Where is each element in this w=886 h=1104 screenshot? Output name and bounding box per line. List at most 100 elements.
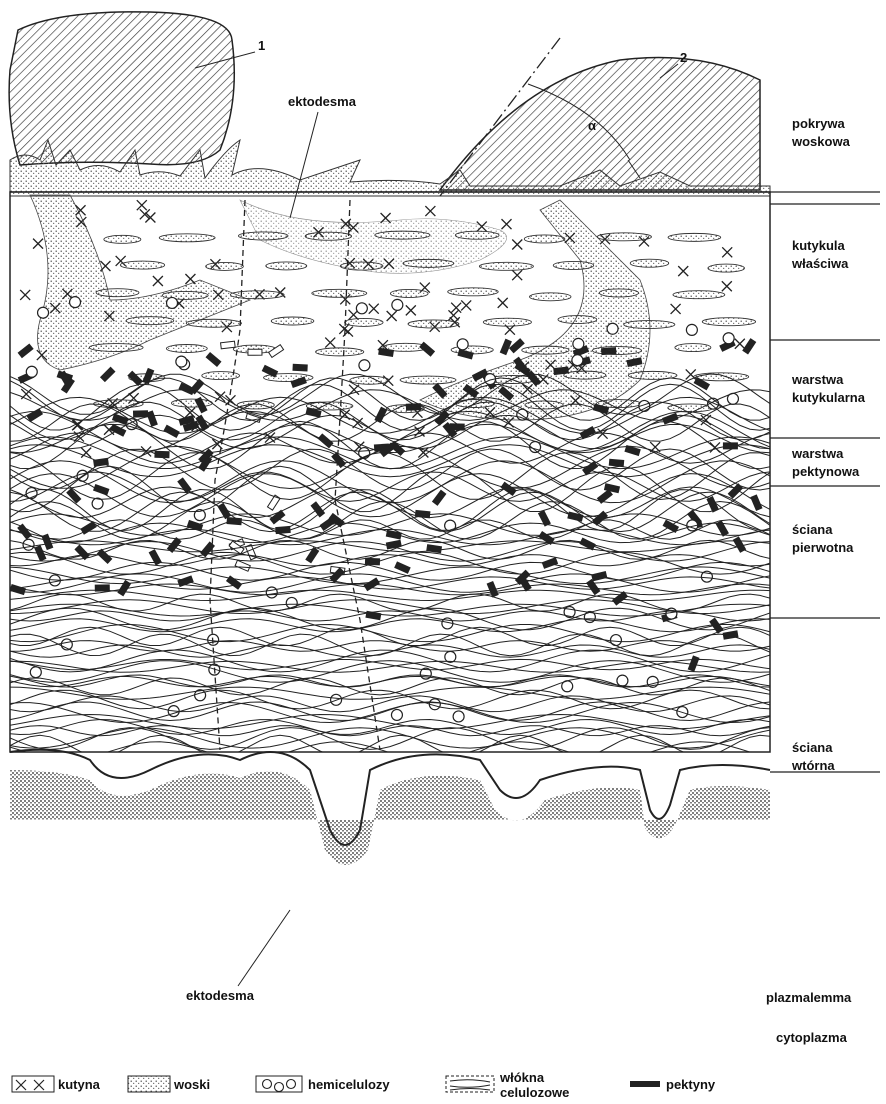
pectin-bar [386, 540, 401, 549]
pectin-bar [67, 489, 81, 503]
callout-1: 1 [258, 38, 265, 53]
pectin-bar [101, 367, 115, 381]
wax-lens [312, 289, 367, 297]
hemicellulose-circle [70, 297, 81, 308]
wax-lens [455, 231, 499, 239]
layer-label-cuticular-2: kutykularna [792, 390, 866, 405]
cutin-cross [153, 276, 163, 286]
hemicellulose-circle [723, 333, 734, 344]
wax-lens [408, 320, 459, 328]
hemicellulose-circle [445, 651, 456, 662]
wax-lens [120, 261, 164, 269]
cutin-cross [425, 206, 435, 216]
wax-lens [524, 235, 565, 243]
cellulose-fibre [10, 378, 770, 421]
wax-lens [96, 289, 139, 297]
wax-lens [271, 317, 314, 325]
wax-lens [708, 264, 745, 272]
pectin-bar [94, 485, 109, 495]
callout-alpha: α [588, 118, 596, 133]
legend-wlokna-2: celulozowe [500, 1085, 569, 1100]
wax-lens [529, 293, 571, 301]
wax-lens [599, 289, 638, 297]
layer-label-plasmalemma: plazmalemma [766, 990, 852, 1005]
wax-lens [340, 262, 383, 270]
hemicellulose-circle [286, 597, 297, 608]
cellulose-fibre [10, 726, 770, 736]
wax-lens [316, 348, 364, 356]
wax-lens [624, 321, 675, 329]
wax-lens [159, 234, 215, 242]
hemicellulose-circle [167, 297, 178, 308]
cutin-cross [671, 304, 681, 314]
wax-lens [126, 317, 174, 325]
cutin-cross [461, 300, 471, 310]
wax-lens [375, 231, 430, 239]
legend-wlokna-1: włókna [499, 1070, 545, 1085]
cellulose-fibre [10, 619, 770, 632]
hemicellulose-circle [359, 360, 370, 371]
pectin-bar [609, 459, 623, 466]
hemicellulose-circle [617, 675, 628, 686]
cutin-cross [406, 305, 416, 315]
hemicellulose-circle [392, 299, 403, 310]
legend-kutyna: kutyna [58, 1077, 101, 1092]
pectin-bar [221, 341, 236, 349]
wax-lens [673, 291, 725, 299]
cutin-cross [678, 266, 688, 276]
wax-lens [675, 344, 711, 352]
wax-lens [89, 344, 143, 352]
pectin-bar [248, 349, 262, 355]
pectin-bar [554, 367, 569, 375]
legend-woski: woski [173, 1077, 210, 1092]
cutin-cross [502, 219, 512, 229]
wax-lens [479, 262, 533, 270]
wax-lens [104, 235, 141, 243]
hemicellulose-circle [38, 307, 49, 318]
wax-lens [171, 399, 212, 407]
layer-boundaries [770, 204, 880, 772]
cutin-cross [735, 339, 745, 349]
wax-lens [403, 259, 454, 267]
cutin-cross [387, 311, 397, 321]
pectin-bar [147, 411, 157, 426]
wax-lens [266, 262, 307, 270]
cutin-cross [325, 338, 335, 348]
layer-label-cuticle-proper-2: właściwa [791, 256, 849, 271]
hemicellulose-circle [30, 667, 41, 678]
wax-lens [238, 232, 288, 240]
legend-hemicelulozy: hemicelulozy [308, 1077, 390, 1092]
cutin-cross [369, 304, 379, 314]
hemicellulose-circle [453, 711, 464, 722]
pectin-bar [206, 353, 221, 367]
cellulose-fibre [10, 661, 770, 672]
layer-label-secondary-2: wtórna [791, 758, 835, 773]
hemicellulose-circle [573, 338, 584, 349]
pectin-bar [433, 490, 446, 505]
layer-label-pectin-2: pektynowa [792, 464, 860, 479]
wax-lens [694, 373, 749, 381]
wax-lens [206, 262, 244, 270]
pectin-bar [178, 478, 191, 493]
wax-lens [390, 289, 428, 297]
layer-label-primary-2: pierwotna [792, 540, 854, 555]
wax-lens [553, 261, 593, 269]
layer-label-wax-cover-2: woskowa [791, 134, 851, 149]
cutin-cross [512, 239, 522, 249]
hemicellulose-circle [266, 587, 277, 598]
wax-lens [525, 401, 563, 409]
layer-label-secondary-1: ściana [792, 740, 833, 755]
pectin-bar [293, 364, 307, 371]
wax-lens [564, 371, 606, 379]
pectin-bar [751, 495, 762, 510]
pectin-bar [743, 339, 756, 354]
cellulose-fibre [10, 490, 770, 531]
legend: kutyna woski hemicelulozy włókna celuloz… [12, 1070, 716, 1100]
wax-lens [166, 344, 207, 352]
pectin-bar [602, 348, 616, 355]
cellulose-fibre [10, 728, 770, 748]
wax-channel-left [30, 195, 250, 370]
pectin-bar [133, 411, 147, 417]
layer-label-cuticular-1: warstwa [791, 372, 844, 387]
callout-ektodesma-top: ektodesma [288, 94, 357, 109]
